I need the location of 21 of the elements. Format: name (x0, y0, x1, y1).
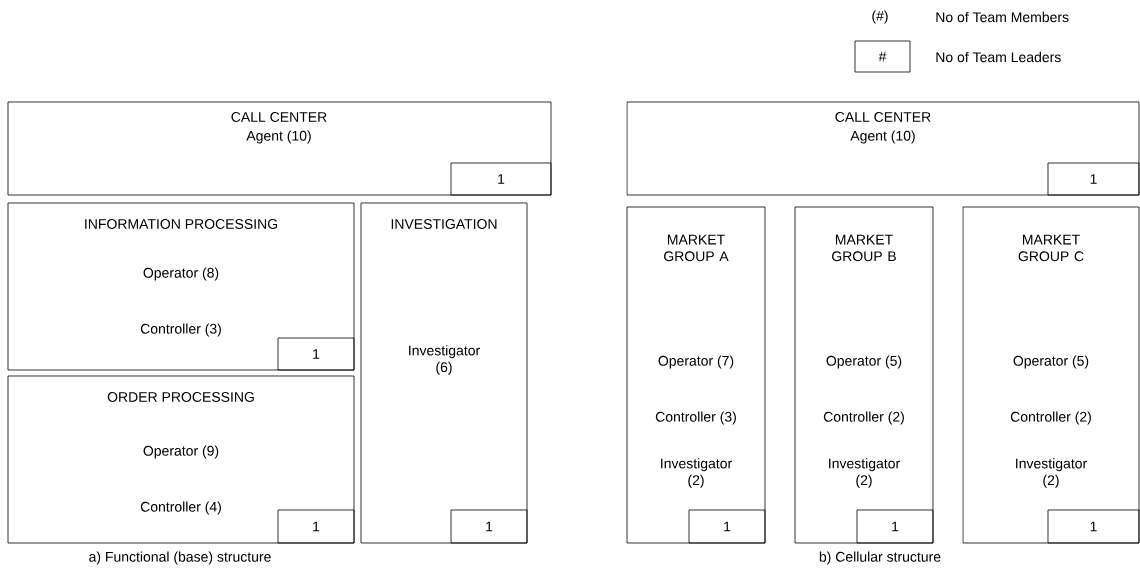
department-box: INFORMATION PROCESSING Operator (8) Controller (3) 1 (7, 202, 355, 371)
department-box: ORDER PROCESSING Operator (9) Controller (4) 1 (7, 375, 355, 544)
department-box: CALL CENTER Agent (10) 1 (626, 101, 1140, 196)
department-box: MARKET GROUP A Operator (7) Controller (3) Investigator (2) 1 (626, 206, 766, 544)
team-leader-box: 1 (450, 509, 528, 544)
department-box: INVESTIGATION Investigator (6) 1 (360, 202, 528, 544)
legend-sample-box: # (854, 40, 911, 73)
legend-text: No of Team Members (936, 11, 1069, 23)
team-leader-box: 1 (1047, 509, 1140, 544)
department-box: MARKET GROUP C Operator (5) Controller (2) Investigator (2) 1 (962, 206, 1140, 544)
team-leader-box: 1 (277, 337, 355, 371)
department-box: MARKET GROUP B Operator (5) Controller (2) Investigator (2) 1 (794, 206, 934, 544)
legend-text: No of Team Leaders (936, 51, 1061, 63)
legend-symbol: (#) (872, 10, 888, 24)
team-leader-box: 1 (450, 162, 552, 196)
team-leader-box: 1 (277, 509, 355, 544)
team-leader-box: 1 (1047, 162, 1140, 196)
team-leader-box: 1 (688, 509, 766, 544)
team-leader-box: 1 (856, 509, 934, 544)
caption: a) Functional (base) structure (89, 551, 271, 565)
department-box: CALL CENTER Agent (10) 1 (7, 101, 552, 196)
